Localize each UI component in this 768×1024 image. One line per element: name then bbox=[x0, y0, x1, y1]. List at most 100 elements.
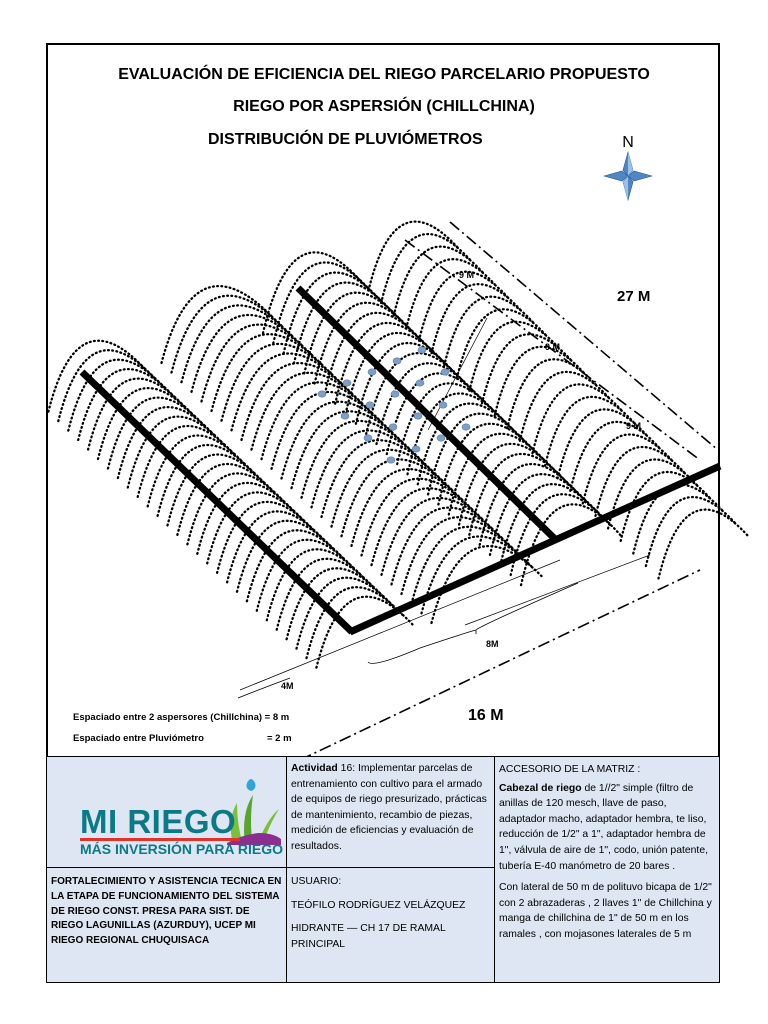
sprinkler-arc bbox=[344, 331, 447, 415]
sprinkler-arc bbox=[478, 462, 581, 546]
sprinkler-arc bbox=[632, 483, 725, 555]
sprinkler-arc bbox=[295, 576, 394, 650]
sprinkler-arc bbox=[488, 473, 592, 557]
sprinkler-arc bbox=[225, 510, 325, 584]
title-line-2: RIEGO POR ASPERSIÓN (CHILLCHINA) bbox=[233, 98, 535, 115]
sprinkler-arc bbox=[47, 339, 146, 413]
dimension-9m-c: 9 M bbox=[626, 421, 641, 431]
rain-gauge bbox=[317, 390, 327, 398]
logo-tagline: MÁS INVERSIÓN PARA RIEGO bbox=[80, 841, 284, 857]
logo-wordmark: MI RIEGO bbox=[80, 803, 237, 840]
accessory-paragraph-1: de 1//2" simple (filtro de anillas de 12… bbox=[499, 782, 708, 872]
sprinkler-arc bbox=[160, 285, 273, 365]
sprinkler-arc bbox=[200, 323, 313, 403]
sprinkler-arc bbox=[260, 381, 373, 461]
dimension-8m: 8M bbox=[486, 639, 499, 649]
sprinkler-arc bbox=[196, 481, 295, 555]
sprinkler-arc bbox=[531, 383, 624, 455]
sprinkler-arc bbox=[230, 352, 343, 432]
activity-label: Actividad bbox=[291, 763, 338, 774]
rain-gauge bbox=[413, 412, 423, 420]
rain-gauge-markers bbox=[317, 346, 471, 464]
accessory-bold-lead: Cabezal de riego bbox=[499, 782, 582, 794]
sprinkler-arc bbox=[396, 382, 499, 466]
reference-lines bbox=[239, 317, 651, 691]
activity-number: 16: bbox=[340, 763, 356, 774]
sprinkler-arc bbox=[380, 496, 493, 576]
sprinkler-arc bbox=[176, 462, 275, 537]
sprinkler-arc bbox=[323, 311, 427, 395]
sprinkler-arc bbox=[468, 320, 561, 392]
sprinkler-arc bbox=[506, 358, 599, 430]
rain-gauge bbox=[461, 423, 471, 431]
user-cell: USUARIO: TEÓFILO RODRÍGUEZ VELÁZQUEZ HID… bbox=[286, 867, 495, 983]
sprinkler-arc bbox=[430, 283, 523, 355]
activity-text: Implementar parcelas de entrenamiento co… bbox=[291, 763, 487, 852]
sprinkler-arc bbox=[392, 245, 485, 317]
sprinkler-arc bbox=[447, 432, 550, 516]
activity-cell: Actividad 16: Implementar parcelas de en… bbox=[286, 756, 495, 868]
sprinkler-arc bbox=[367, 220, 460, 292]
note-gauge-spacing-value: = 2 m bbox=[267, 733, 292, 744]
sprinkler-arc bbox=[255, 538, 354, 612]
dimension-lines bbox=[299, 221, 719, 761]
sprinkler-arc bbox=[290, 410, 403, 490]
sprinkler-arc bbox=[379, 233, 473, 305]
compass-star-icon bbox=[602, 150, 654, 202]
sprinkler-arc bbox=[334, 321, 437, 405]
sprinkler-arc bbox=[116, 406, 216, 480]
sprinkler-arc bbox=[390, 506, 503, 586]
sprinkler-arc bbox=[190, 313, 303, 393]
sprinkler-arc bbox=[77, 368, 176, 442]
note-sprinkler-spacing: Espaciado entre 2 aspersores (Chillchina… bbox=[73, 712, 290, 723]
sprinkler-arc bbox=[406, 392, 509, 476]
rain-gauge bbox=[363, 434, 373, 442]
sprinkler-arc bbox=[581, 433, 674, 505]
sprinkler-arc bbox=[375, 362, 478, 446]
sprinkler-arc bbox=[509, 493, 612, 577]
sprinkler-arc bbox=[417, 270, 511, 342]
leaf-drop-icon bbox=[227, 779, 281, 845]
dimension-16m: 16 M bbox=[468, 707, 504, 724]
sprinkler-arc bbox=[543, 395, 637, 467]
accessory-cell: ACCESORIO DE LA MATRIZ : Cabezal de rieg… bbox=[494, 756, 720, 983]
sprinkler-arc bbox=[86, 377, 186, 451]
rain-gauge bbox=[365, 401, 375, 409]
rain-gauge bbox=[386, 456, 396, 464]
sprinkler-arc bbox=[437, 422, 540, 506]
sprinkler-arc bbox=[300, 419, 413, 499]
user-hydrant: HIDRANTE — CH 17 DE RAMAL PRINCIPAL bbox=[291, 923, 446, 950]
sprinkler-arc bbox=[136, 424, 235, 499]
sprinkler-arc bbox=[245, 529, 345, 603]
rain-gauge bbox=[436, 434, 446, 442]
sprinkler-arc bbox=[170, 294, 283, 374]
sprinkler-arc bbox=[606, 458, 700, 530]
sprinkler-arc bbox=[644, 496, 738, 568]
sprinkler-arc bbox=[354, 341, 458, 425]
sprinkler-arc bbox=[303, 291, 406, 375]
accessory-paragraph-2: Con lateral de 50 m de polituvo bicapa d… bbox=[499, 882, 712, 940]
sprinkler-arc bbox=[426, 412, 530, 496]
note-gauge-spacing-label: Espaciado entre Pluviómetro bbox=[73, 733, 204, 744]
sprinkler-arc bbox=[280, 400, 393, 480]
sprinkler-arc bbox=[206, 491, 305, 565]
sprinkler-arc bbox=[106, 396, 206, 470]
logo-accent-bar bbox=[80, 838, 240, 841]
dimension-braces bbox=[237, 582, 579, 699]
rain-gauge bbox=[342, 379, 352, 387]
sprinkler-arc bbox=[468, 452, 571, 536]
fortalecimiento-cell: FORTALECIMIENTO Y ASISTENCIA TECNICA EN … bbox=[46, 867, 287, 983]
logo-cell: MI RIEGO MÁS INVERSIÓN PARA RIEGO bbox=[46, 756, 287, 868]
rain-gauge bbox=[367, 368, 377, 376]
sprinkler-arc bbox=[285, 567, 384, 641]
sprinkler-arc bbox=[305, 586, 404, 660]
sprinkler-arc bbox=[619, 470, 712, 543]
compass-north-label: N bbox=[622, 134, 634, 151]
sprinkler-arc bbox=[310, 429, 423, 509]
sprinkler-wetting-arcs bbox=[47, 220, 750, 669]
rain-gauge bbox=[411, 445, 421, 453]
sprinkler-arc bbox=[420, 535, 533, 615]
rain-gauge bbox=[440, 368, 450, 376]
sprinkler-arc bbox=[210, 333, 323, 413]
